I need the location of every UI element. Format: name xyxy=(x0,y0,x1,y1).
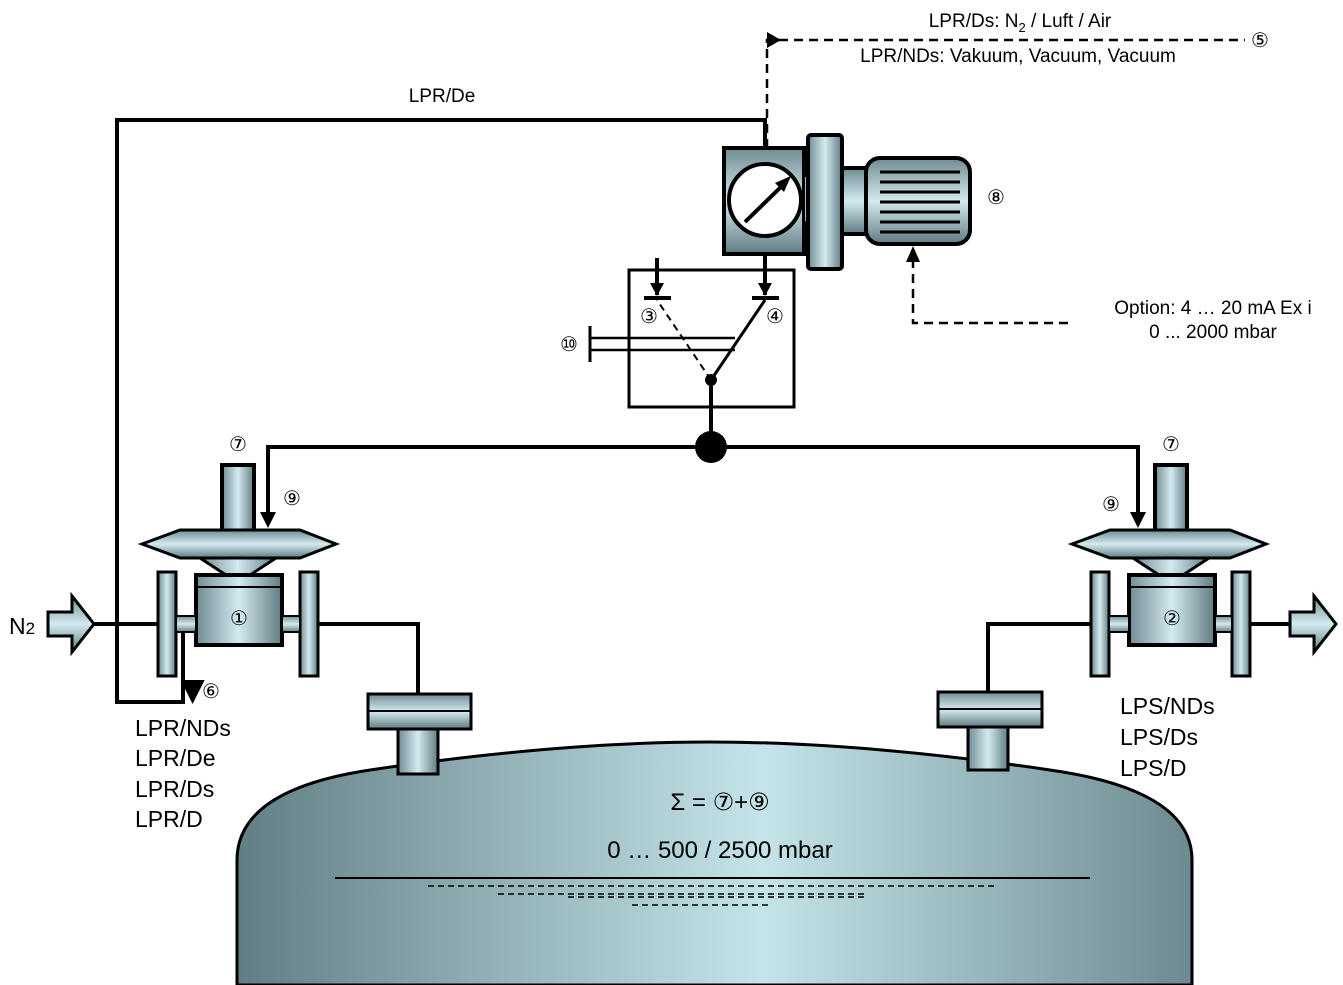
inlet-arrow xyxy=(46,591,96,657)
marker-4: ④ xyxy=(766,306,784,328)
pilot-header-arrow-right xyxy=(1130,512,1146,528)
right-model-item: LPS/Ds xyxy=(1120,724,1198,750)
option-label-line2: 0 ... 2000 mbar xyxy=(1149,322,1277,343)
option-label-line1: Option: 4 … 20 mA Ex i xyxy=(1114,298,1311,319)
signal-label-line1-suffix: / Luft / Air xyxy=(1026,11,1112,32)
left-model-item: LPR/Ds xyxy=(135,776,214,802)
signal-label-line1: LPR/Ds: N2 / Luft / Air xyxy=(929,11,1112,35)
left-model-list: LPR/NDs LPR/De LPR/Ds LPR/D xyxy=(135,715,231,832)
pipe-left-to-tank xyxy=(300,622,420,694)
tank-pressure-range: 0 … 500 / 2500 mbar xyxy=(607,837,832,864)
tank-nozzle-right xyxy=(936,690,1044,772)
pilot-switch-box xyxy=(588,258,796,409)
option-signal-arrow xyxy=(906,246,920,262)
inlet-gas-label: N2 xyxy=(9,613,35,639)
signal-label-line1-sub: 2 xyxy=(1018,20,1025,35)
inlet-gas-sub: 2 xyxy=(26,619,35,638)
marker-2: ② xyxy=(1163,608,1181,630)
pilot-header-arrow-left xyxy=(260,512,276,528)
pipe-tank-to-right xyxy=(986,622,1105,692)
left-model-item: LPR/De xyxy=(135,745,216,771)
inlet-gas-prefix: N xyxy=(9,613,26,639)
option-signal-line xyxy=(911,262,1068,325)
marker-9-right: ⑨ xyxy=(1102,494,1120,516)
marker-8: ⑧ xyxy=(987,187,1005,209)
valve-left xyxy=(137,463,341,678)
marker-3: ③ xyxy=(640,306,658,328)
valve-right xyxy=(1067,463,1271,678)
gauge-needle xyxy=(743,181,787,224)
outlet-arrow xyxy=(1288,591,1338,657)
tank-formula: Σ = ⑦+⑨ xyxy=(670,789,769,816)
signal-label-line2: LPR/NDs: Vakuum, Vacuum, Vacuum xyxy=(860,46,1176,67)
storage-tank: Σ = ⑦+⑨ 0 … 500 / 2500 mbar xyxy=(235,740,1194,985)
pressure-gauge-unit xyxy=(722,146,806,270)
marker-6: ⑥ xyxy=(202,681,220,703)
marker-9-left: ⑨ xyxy=(283,488,301,510)
marker-5: ⑤ xyxy=(1251,30,1269,52)
signal-line-5-arrow xyxy=(767,32,781,48)
left-model-item: LPR/D xyxy=(135,806,203,832)
right-model-list: LPS/NDs LPS/Ds LPS/D xyxy=(1120,693,1215,781)
marker-7-right: ⑦ xyxy=(1162,434,1180,456)
marker-7-left: ⑦ xyxy=(229,434,247,456)
feedback-label: LPR/De xyxy=(409,86,476,107)
pilot-junction xyxy=(695,431,727,463)
right-model-item: LPS/D xyxy=(1120,755,1186,781)
right-model-item: LPS/NDs xyxy=(1120,693,1215,719)
tank-nozzle-left xyxy=(366,692,473,776)
electric-motor-actuator xyxy=(803,133,972,271)
left-model-item: LPR/NDs xyxy=(135,715,231,741)
signal-label-line1-prefix: LPR/Ds: N xyxy=(929,11,1019,32)
marker-1: ① xyxy=(230,608,248,630)
marker-10: ⑩ xyxy=(560,334,578,356)
